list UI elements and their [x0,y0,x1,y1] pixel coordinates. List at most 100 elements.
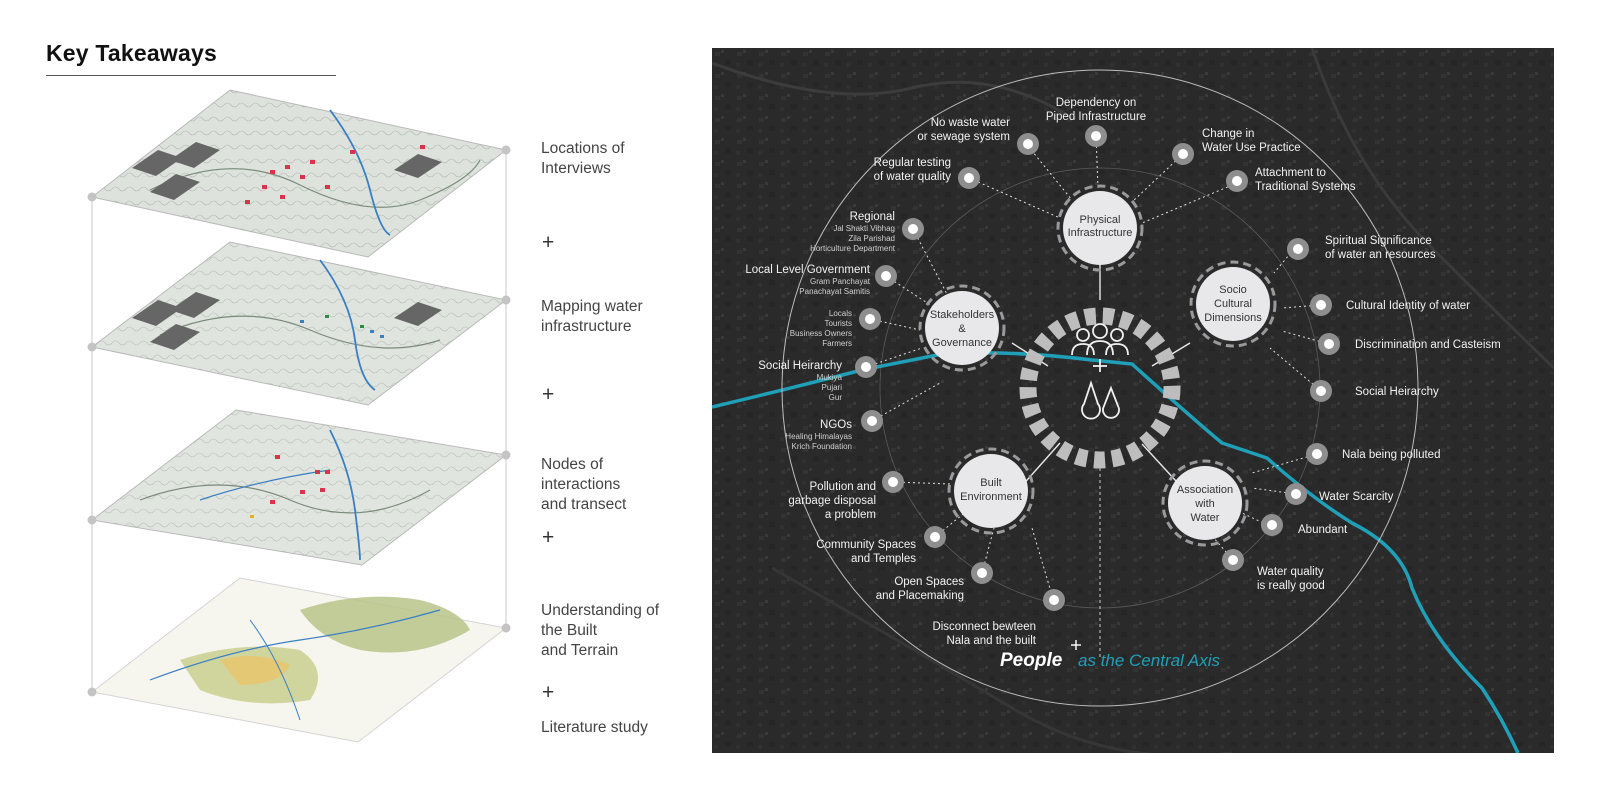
people-group-icon [1071,323,1129,372]
layer-label-nodes-transect: Nodes of interactions and transect [541,456,627,513]
layer-label-built-terrain: Understanding of the Built and Terrain [541,602,660,659]
page-title: Key Takeaways [46,40,217,66]
node-social-sub-1: Mukiya [817,373,843,382]
node-locals-sub-2: Tourists [824,319,852,328]
node-open-spaces-l2: and Placemaking [876,590,964,602]
node-regional-sub-1: Jal Shakti Vibhag [833,224,895,233]
layer-built-terrain-map [87,577,511,743]
node-dependency-l2: Piped Infrastructure [1046,111,1146,123]
node-ngos-sub-2: Krich Foundation [792,442,852,451]
node-community-l2: and Temples [851,553,916,565]
node-no-waste-l2: or sewage system [917,131,1010,143]
plus-sign: + [542,681,555,704]
hub-socio-line-3: Dimensions [1204,312,1262,324]
hub-stakeholders-governance: Stakeholders & Governance [918,284,1006,372]
node-local-gov-sub-1: Gram Panchayat [810,277,871,286]
plus-mark-icon [1071,640,1081,650]
node-locals-sub-3: Business Owners [790,329,852,338]
node-pollution-l2: garbage disposal [788,495,876,507]
node-locals-sub-4: Farmers [822,339,852,348]
hub-stake-line-3: Governance [932,337,992,349]
node-spiritual-l2: of water an resources [1325,249,1436,261]
ring-nodes [855,125,1340,611]
tagline-people: People [1000,650,1063,671]
hub-physical-line-2: Infrastructure [1068,227,1133,239]
node-disconnect-l2: Nala and the built [946,635,1036,647]
node-open-spaces-l1: Open Spaces [894,576,964,588]
node-social-sub-3: Gur [829,393,843,402]
plus-sign: + [542,231,555,254]
node-water-quality-l2: is really good [1257,580,1325,592]
node-attachment-l1: Attachment to [1255,167,1326,179]
node-spiritual-l1: Spiritual Significance [1325,235,1432,247]
node-social-heirarchy-left: Social Heirarchy [758,360,842,372]
node-regional-sub-2: Zila Parishad [848,234,895,243]
hub-water-line-3: Water [1191,512,1220,524]
hub-water-line-1: Association [1177,484,1233,496]
node-regional-sub-3: Horticulture Department [810,244,896,253]
node-no-waste-l1: No waste water [931,117,1010,129]
node-social-sub-2: Pujari [822,383,843,392]
node-cultural-identity: Cultural Identity of water [1346,300,1470,312]
layer-interviews-map [87,89,511,258]
tagline-central-axis: as the Central Axis [1078,651,1221,670]
node-dependency-l1: Dependency on [1056,97,1137,109]
node-ngos: NGOs [820,419,852,431]
node-attachment-l2: Traditional Systems [1255,181,1356,193]
node-regional: Regional [850,211,895,223]
node-change-l2: Water Use Practice [1202,142,1301,154]
hub-stake-line-2: & [958,323,966,335]
node-local-gov-sub-2: Panachayat Samitis [799,287,870,296]
svg-text:Stakeholders&Governance: Stakeholders & Governance [930,309,995,349]
satellite-map-background [712,48,1554,753]
node-change-l1: Change in [1202,128,1254,140]
node-ngos-sub-1: Healing Himalayas [785,432,852,441]
layer-water-infrastructure-map [87,241,511,406]
hub-water-line-2: with [1194,498,1215,510]
node-nala-polluted: Nala being polluted [1342,449,1440,461]
node-pollution-l3: a problem [825,509,876,521]
layer-nodes-transect-map [87,409,511,566]
node-testing-l2: of water quality [874,171,952,183]
node-locals-sub-1: Locals [829,309,852,318]
plus-sign: + [542,526,555,549]
hub-socio-line-1: Socio [1219,284,1247,296]
node-social-heirarchy-right: Social Heirarchy [1355,386,1439,398]
layer-label-literature: Literature study [541,719,648,736]
hub-socio-line-2: Cultural [1214,298,1252,310]
layer-stack-diagram [87,89,511,743]
node-local-gov: Local Level Government [745,264,870,276]
people-central-ring [1019,307,1181,469]
node-water-quality-l1: Water quality [1257,566,1324,578]
node-disconnect-l1: Disconnect bewteen [932,621,1036,633]
title-underline [46,75,336,76]
hub-stake-line-1: Stakeholders [930,309,995,321]
node-discrimination: Discrimination and Casteism [1355,339,1501,351]
hub-built-line-1: Built [980,477,1001,489]
layer-label-water-infrastructure: Mapping water infrastructure [541,298,643,335]
